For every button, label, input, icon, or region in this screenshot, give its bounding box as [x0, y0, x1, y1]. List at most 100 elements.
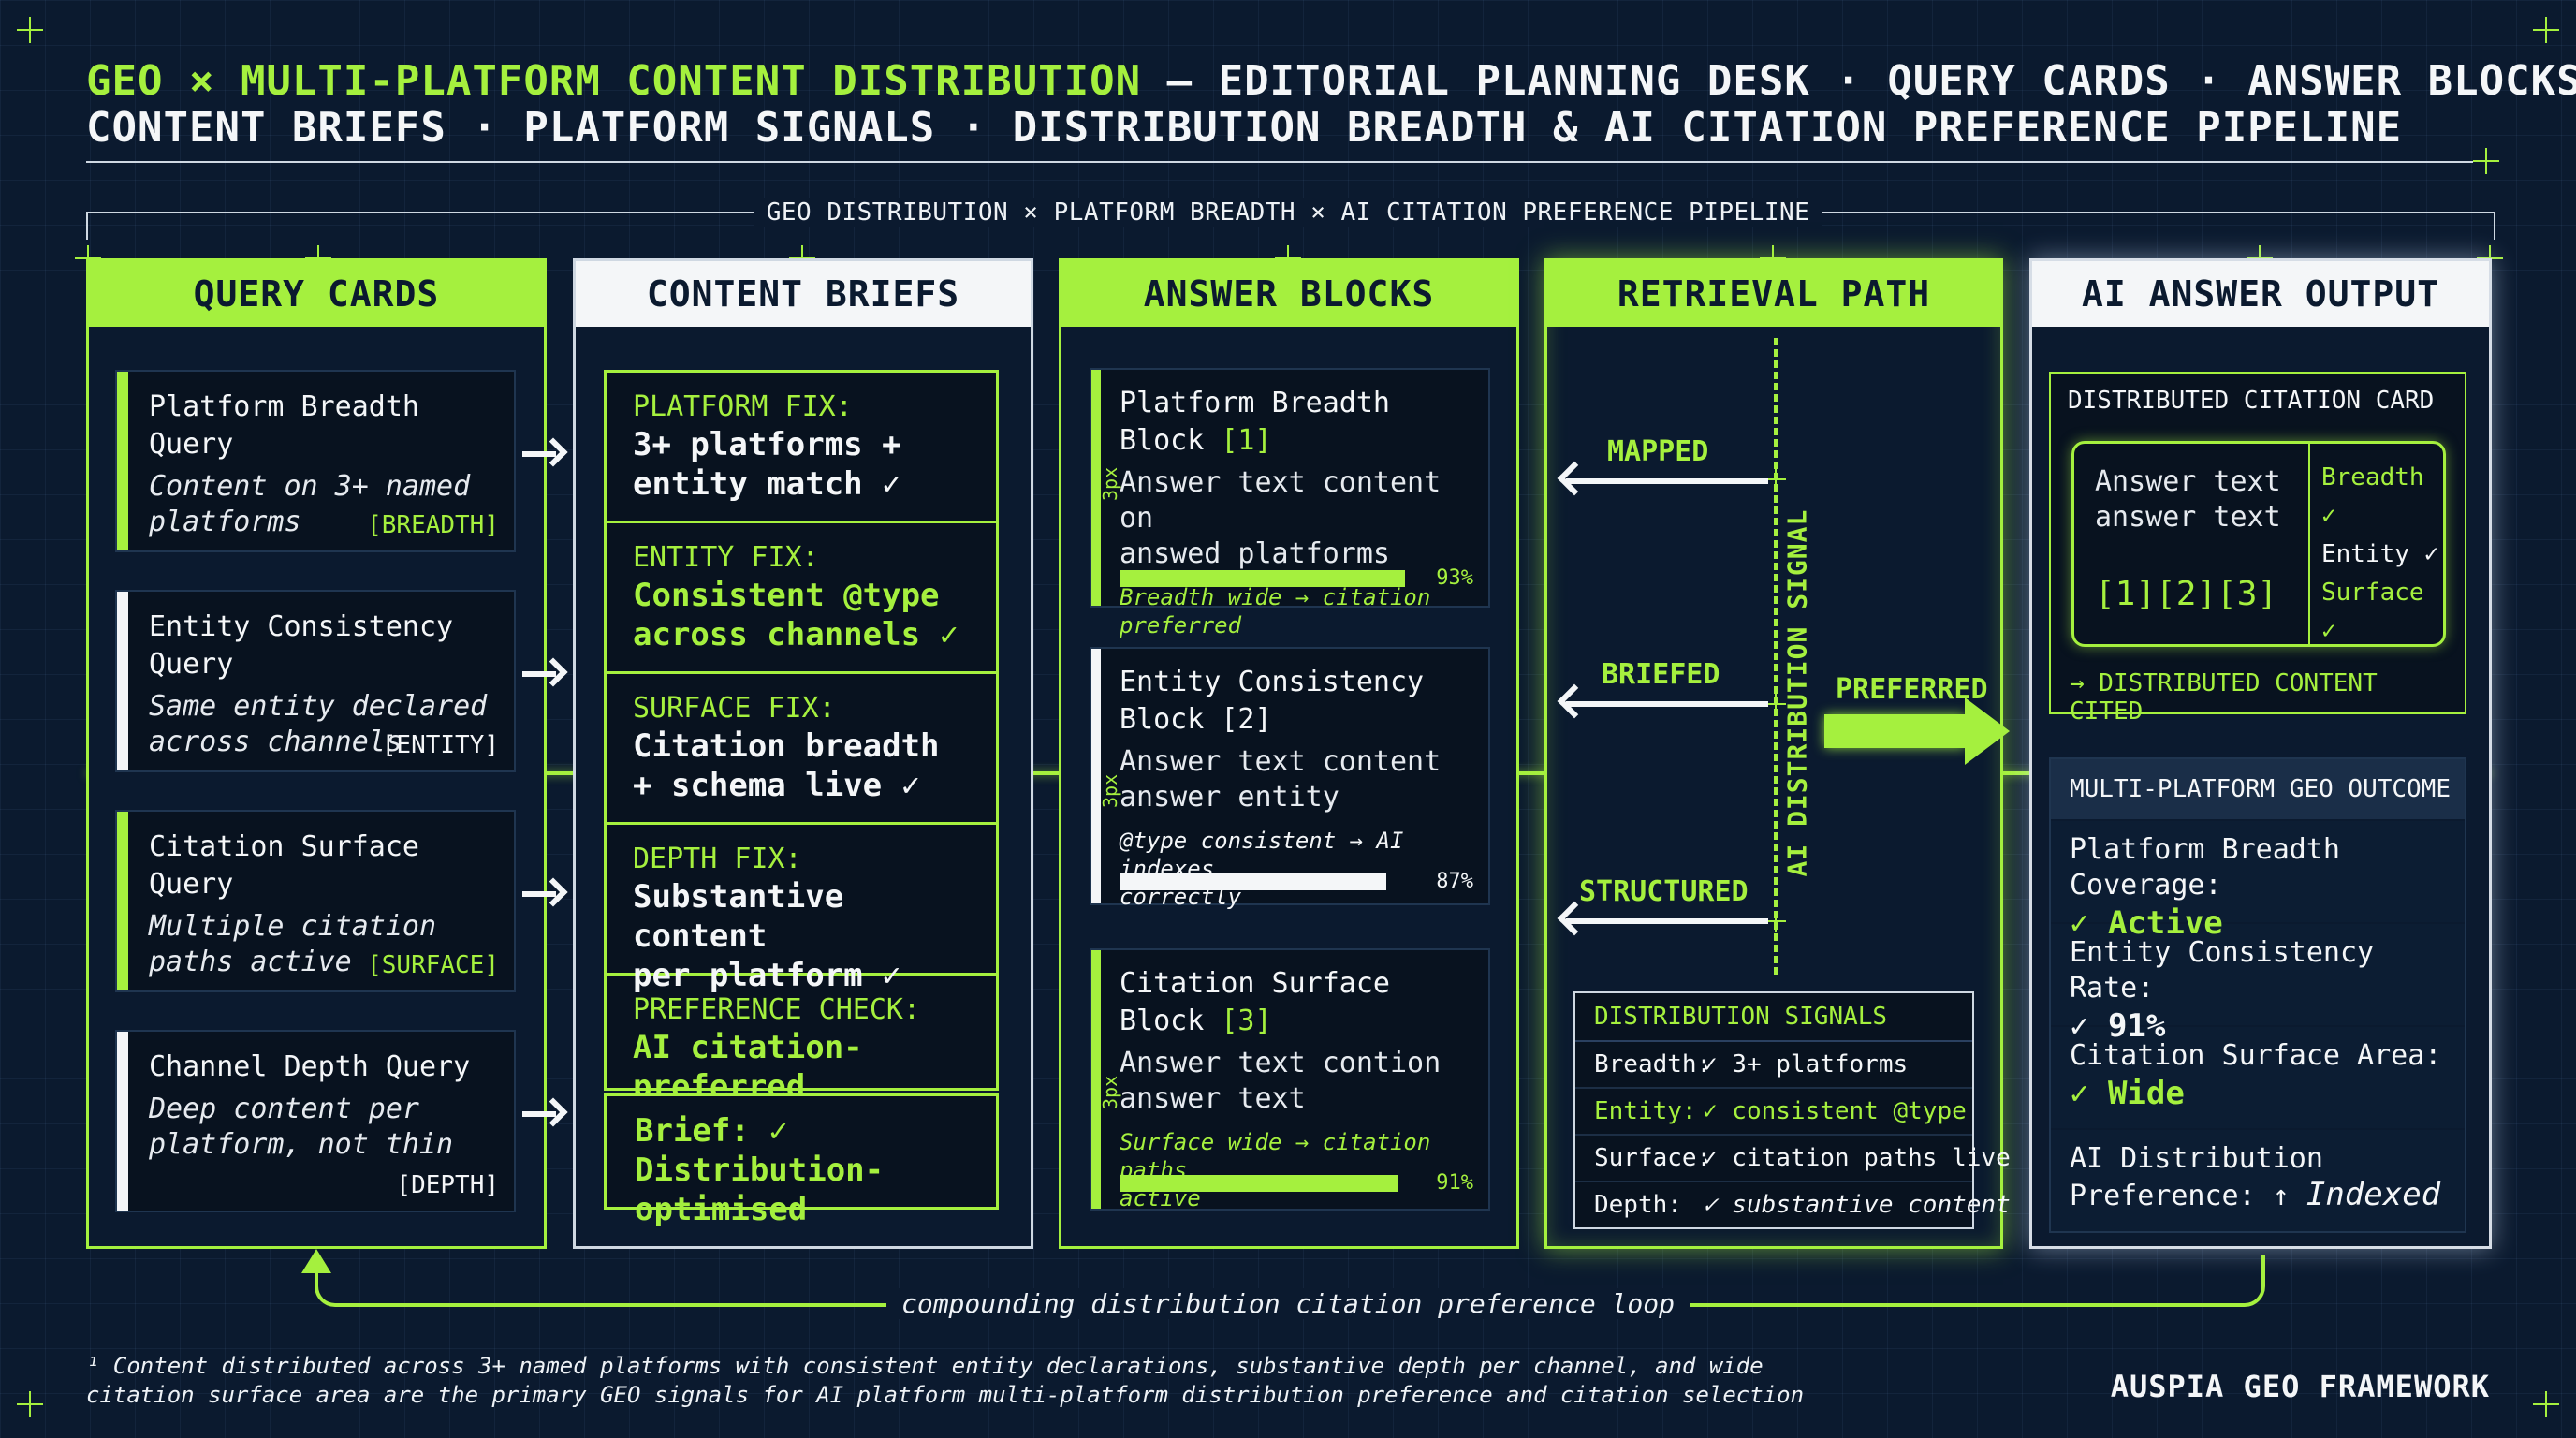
brief-fix[interactable]: SURFACE FIX: Citation breadth + schema l…: [607, 674, 996, 825]
brief-fix-body: per platform ✓: [633, 957, 901, 994]
citation-check: Surface ✓: [2321, 579, 2424, 645]
signal-key: Breadth:: [1594, 1050, 1712, 1078]
score-bar: [1120, 1174, 1427, 1192]
brief-fix-body: Citation breadth: [633, 727, 940, 765]
footnote-line: citation surface area are the primary GE…: [86, 1382, 1805, 1408]
answer-block[interactable]: Platform Breadth Block [1] Answer text c…: [1090, 368, 1490, 638]
signal-value: ✓ substantive content: [1703, 1191, 2011, 1219]
query-card-desc-line: platforms: [149, 506, 301, 538]
query-card-tag: [ENTITY]: [381, 731, 499, 759]
feedback-loop-label: compounding distribution citation prefer…: [0, 1288, 2576, 1319]
brief-fix-label: PLATFORM FIX:: [633, 390, 853, 423]
signal-row: Surface:✓ citation paths live: [1575, 1136, 2011, 1182]
column-header: QUERY CARDS: [89, 261, 544, 327]
outcome-label: AI Distribution: [2070, 1142, 2323, 1175]
title-line-2: CONTENT BRIEFS · PLATFORM SIGNALS · DIST…: [86, 104, 2403, 152]
column-header: CONTENT BRIEFS: [576, 261, 1031, 327]
citation-check: Breadth ✓: [2321, 463, 2424, 530]
outcome-value: Indexed: [2305, 1176, 2441, 1213]
citation-check: Entity ✓: [2321, 540, 2439, 568]
citation-card-footer: → DISTRIBUTED CONTENT CITED: [2070, 669, 2378, 726]
node-plus-icon: [1765, 694, 1786, 714]
answer-block-note: Breadth wide → citation preferred: [1120, 584, 1431, 638]
answer-block[interactable]: Citation Surface Block [3] Answer text c…: [1090, 948, 1490, 1211]
preferred-arrow-icon: [1965, 697, 2010, 765]
signal-value: ✓ consistent @type: [1703, 1097, 1967, 1125]
footnote: ¹ Content distributed across 3+ named pl…: [86, 1352, 1804, 1410]
brief-fix-label: ENTITY FIX:: [633, 541, 819, 574]
query-card[interactable]: Platform Breadth Query Content on 3+ nam…: [115, 370, 516, 552]
answer-block-title: Platform Breadth Block [1]: [1120, 385, 1473, 460]
arrow-right-icon: [522, 877, 565, 911]
citation-answer-line: Answer text: [2095, 465, 2281, 498]
signal-row: Depth: ✓ substantive content: [1575, 1182, 2011, 1227]
arrow-right-icon: [522, 437, 565, 471]
signal-key: Surface:: [1594, 1144, 1712, 1172]
query-card-desc-line: paths active: [149, 946, 352, 978]
query-card-desc-line: Content on 3+ named: [149, 470, 471, 503]
brief-fix[interactable]: DEPTH FIX: Substantive content per platf…: [607, 825, 996, 994]
signal-key: Entity:: [1594, 1097, 1697, 1125]
answer-block-title: Entity Consistency Block [2]: [1120, 666, 1425, 736]
citation-checks: Breadth ✓ Entity ✓ Surface ✓: [2321, 459, 2443, 651]
side-marker: 3px: [1099, 773, 1121, 808]
score-percent: 93%: [1436, 566, 1473, 590]
answer-block-ref: [3]: [1204, 1005, 1272, 1037]
outcome-row: Platform Breadth Coverage: ✓ Active: [2051, 819, 2465, 942]
outcome-row: Entity Consistency Rate: ✓ 91%: [2051, 922, 2465, 1045]
score-bar: [1120, 873, 1427, 890]
ai-distribution-signal-label: AI DISTRIBUTION SIGNAL: [1781, 508, 1813, 877]
query-card-title: Platform Breadth Query: [149, 390, 419, 461]
geo-outcome-panel: MULTI-PLATFORM GEO OUTCOME Platform Brea…: [2049, 757, 2466, 1233]
corner-cross-icon: [2473, 148, 2499, 174]
answer-block-note-line: Surface wide → citation paths: [1120, 1129, 1431, 1183]
outcome-row: AI Distribution Preference: ↑ Indexed: [2051, 1128, 2465, 1231]
content-briefs-column: CONTENT BRIEFS PLATFORM FIX: 3+ platform…: [573, 258, 1033, 1249]
corner-cross-icon: [17, 1391, 43, 1417]
outcome-value: ✓ 91%: [2070, 1007, 2166, 1045]
title-rest: — EDITORIAL PLANNING DESK · QUERY CARDS …: [1141, 57, 2576, 105]
brief-preference-check[interactable]: PREFERENCE CHECK: AI citation-preferred: [607, 976, 996, 1106]
brief-status-line: Distribution-optimised: [635, 1152, 885, 1228]
answer-block[interactable]: Entity Consistency Block [2] Answer text…: [1090, 647, 1490, 910]
answer-block-score: 91%: [1120, 1171, 1473, 1195]
arrow-right-icon: [522, 657, 565, 691]
outcome-title: MULTI-PLATFORM GEO OUTCOME: [2051, 759, 2465, 819]
query-card-desc-line: across channels: [149, 726, 402, 758]
brief-fix[interactable]: PLATFORM FIX: 3+ platforms + entity matc…: [607, 373, 996, 523]
signal-value: ✓ citation paths live: [1703, 1144, 2011, 1172]
query-card[interactable]: Citation Surface Query Multiple citation…: [115, 810, 516, 992]
preferred-arrow-shaft: [1824, 714, 1965, 748]
query-card-tag: [DEPTH]: [396, 1171, 499, 1199]
query-card[interactable]: Entity Consistency Query Same entity dec…: [115, 590, 516, 772]
arrow-left-icon: [1566, 918, 1768, 924]
query-card-desc-line: Same entity declared: [149, 690, 488, 723]
arrow-left-icon: [1566, 478, 1768, 484]
outcome-label: Platform Breadth Coverage:: [2070, 833, 2340, 902]
query-card-title: Channel Depth Query: [149, 1050, 471, 1083]
pipeline-banner-text: GEO DISTRIBUTION × PLATFORM BREADTH × AI…: [753, 198, 1823, 227]
citation-refs: [1][2][3]: [2095, 575, 2278, 613]
query-card-desc-line: Deep content per: [149, 1093, 419, 1125]
answer-blocks-column: ANSWER BLOCKS Platform Breadth Block [1]…: [1059, 258, 1519, 1249]
citation-card-divider: [2308, 444, 2310, 644]
column-header: AI ANSWER OUTPUT: [2032, 261, 2489, 327]
loop-arrow-up-icon: [301, 1249, 331, 1273]
brief-fix-body: Consistent @type: [633, 577, 940, 614]
query-card-tag: [SURFACE]: [367, 951, 499, 979]
retrieval-step-label: BRIEFED: [1602, 658, 1720, 691]
answer-block-score: 87%: [1120, 870, 1473, 893]
answer-block-title: Citation Surface Block [3]: [1120, 965, 1473, 1040]
brief-fix[interactable]: ENTITY FIX: Consistent @type across chan…: [607, 523, 996, 674]
signal-key: Depth:: [1594, 1191, 1682, 1219]
citation-answer-line: answer text: [2095, 501, 2281, 534]
query-card-tag: [BREADTH]: [367, 511, 499, 539]
brief-status[interactable]: Brief: ✓ Distribution-optimised: [604, 1093, 999, 1228]
query-card-title: Entity Consistency Query: [149, 610, 454, 681]
